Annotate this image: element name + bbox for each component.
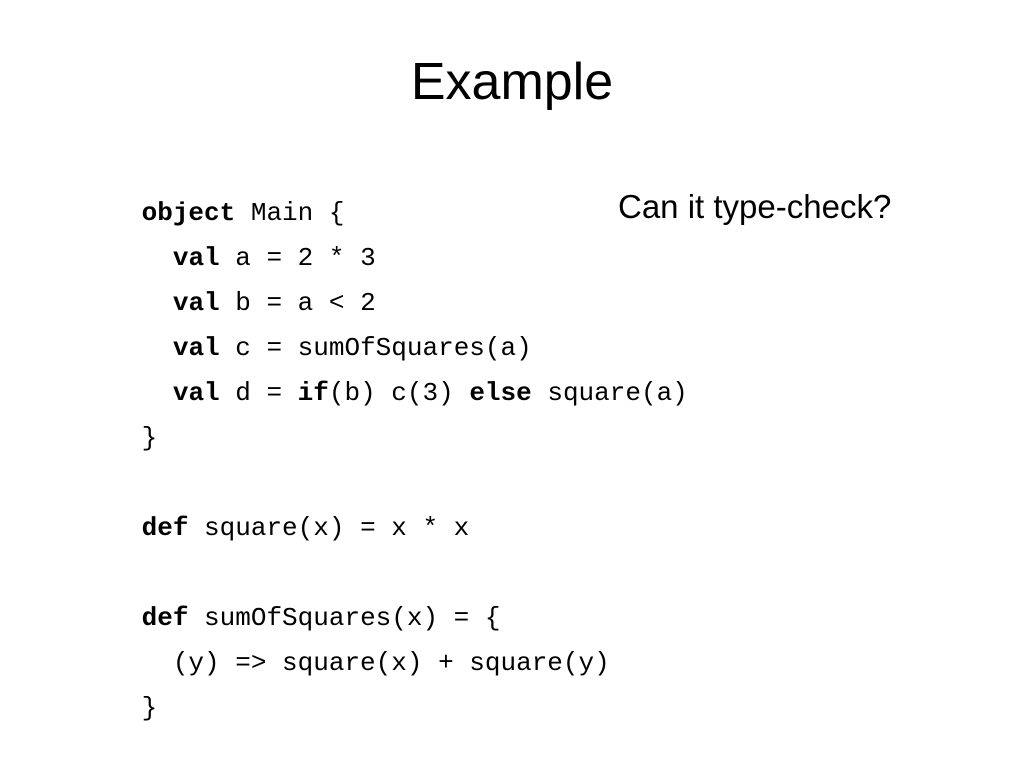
code-keyword: val	[172, 243, 220, 273]
code-line: def sumOfSquares(x) = {	[48, 551, 688, 633]
code-indent	[142, 288, 173, 318]
code-text: (y) => square(x) + square(y)	[141, 648, 610, 678]
code-text: (b) c(3)	[328, 378, 470, 408]
code-indent	[142, 378, 173, 408]
code-text: a = 2 * 3	[219, 243, 376, 273]
slide-title: Example	[410, 53, 614, 111]
code-keyword: def	[141, 513, 189, 543]
code-indent	[142, 243, 173, 273]
code-line: def square(x) = x * x	[48, 461, 688, 543]
code-keyword: val	[172, 333, 220, 363]
code-keyword: object	[141, 198, 236, 228]
code-keyword: else	[469, 378, 532, 408]
code-keyword: if	[297, 378, 329, 408]
code-line: val b = a < 2	[48, 236, 688, 318]
code-text: d =	[219, 378, 298, 408]
code-line: val c = sumOfSquares(a)	[48, 281, 688, 363]
code-block: object Main { val a = 2 * 3 val b = a < …	[48, 146, 688, 723]
code-line: (y) => square(x) + square(y)	[48, 596, 688, 678]
code-indent	[142, 333, 173, 363]
code-text: Main {	[235, 198, 345, 228]
callout-text: Can it type-check?	[618, 188, 892, 225]
code-line: val a = 2 * 3	[48, 191, 688, 273]
code-text: b = a < 2	[219, 288, 376, 318]
code-text: sumOfSquares(x) = {	[188, 603, 501, 633]
code-line: val d = if(b) c(3) else square(a)	[48, 326, 688, 408]
code-text: }	[141, 423, 158, 453]
code-keyword: val	[172, 378, 220, 408]
code-text: }	[141, 693, 158, 723]
code-text: square(x) = x * x	[188, 513, 470, 543]
code-line: }	[48, 641, 688, 723]
code-keyword: def	[141, 603, 189, 633]
code-text: c = sumOfSquares(a)	[219, 333, 532, 363]
code-line: }	[48, 371, 688, 453]
code-text: square(a)	[531, 378, 688, 408]
code-keyword: val	[172, 288, 220, 318]
code-line: object Main {	[48, 146, 688, 228]
